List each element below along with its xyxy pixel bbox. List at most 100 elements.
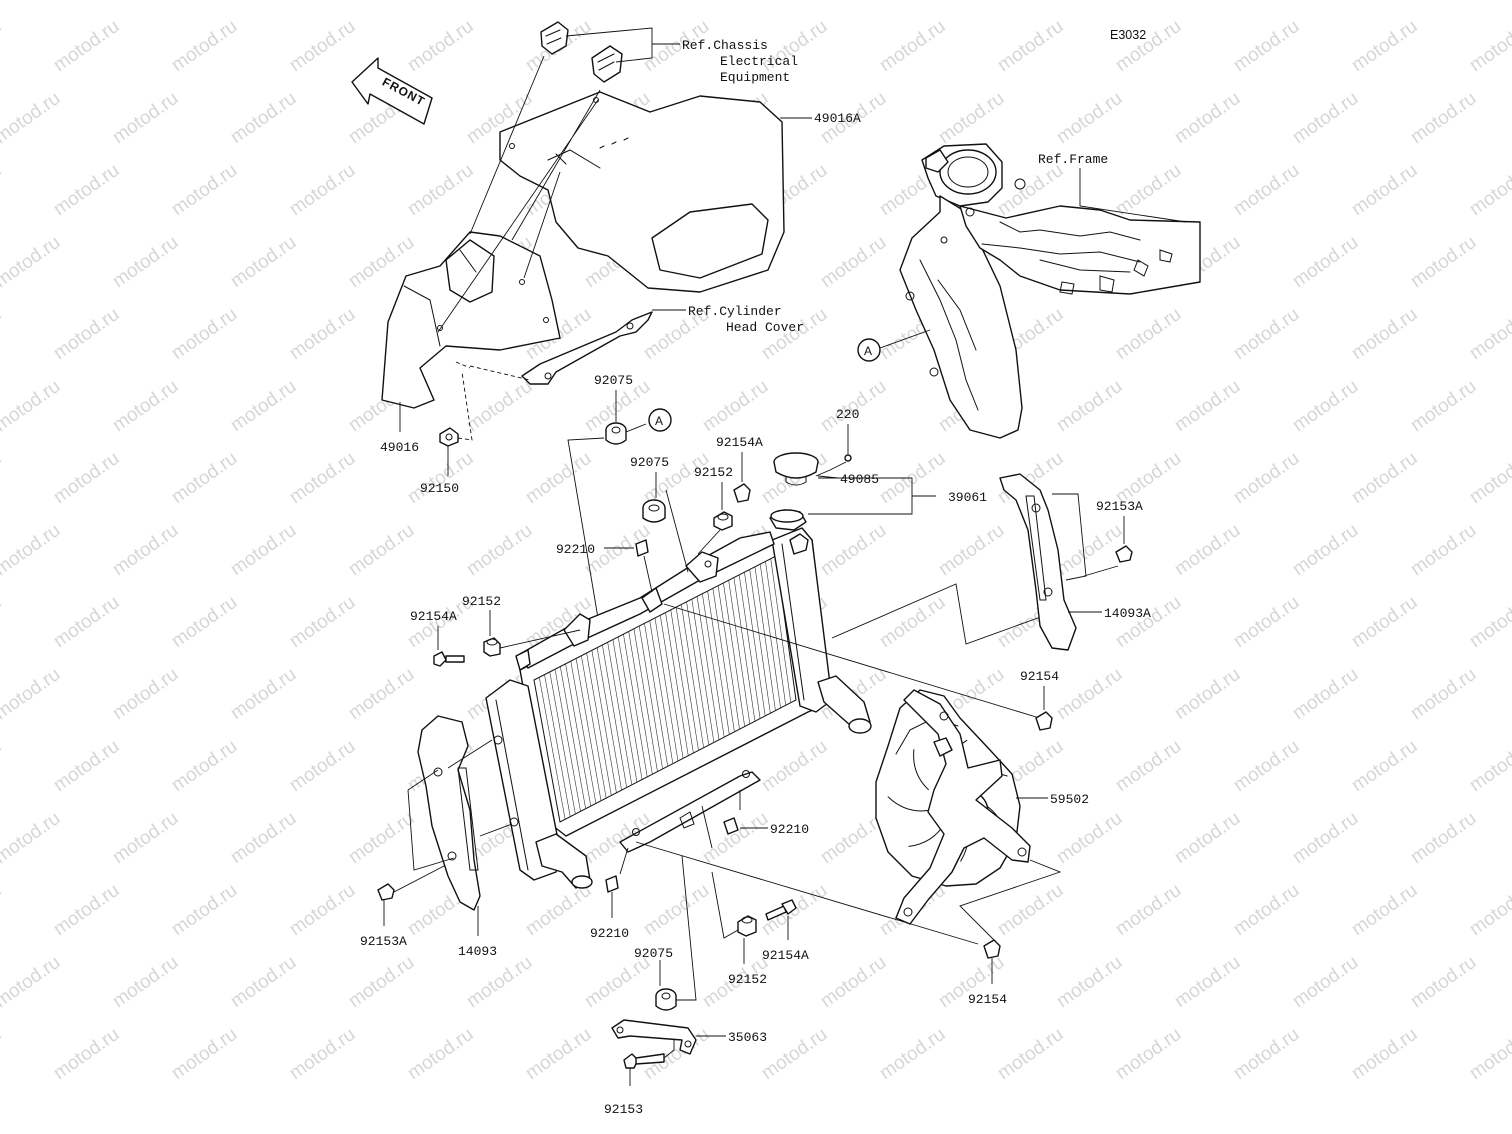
part-49016A-cover (499, 91, 785, 293)
watermark-text: motod.ru (1112, 160, 1185, 220)
watermark-text: motod.ru (286, 592, 359, 652)
watermark-text: motod.ru (50, 736, 123, 796)
watermark-text: motod.ru (0, 232, 64, 292)
part-92154A-bolt-top (733, 483, 751, 503)
watermark-text: motod.ru (0, 1024, 5, 1084)
label-92154-upper: 92154 (1020, 669, 1059, 684)
part-49085-radiator-cap (773, 452, 819, 486)
watermark-text: motod.ru (1053, 376, 1126, 436)
watermark-text: motod.ru (1407, 232, 1480, 292)
label-49085: 49085 (840, 472, 879, 487)
watermark-text: motod.ru (1466, 736, 1512, 796)
watermark-text: motod.ru (0, 664, 64, 724)
radiator-fin (681, 604, 704, 748)
watermark-text: motod.ru (817, 520, 890, 580)
radiator-fin (623, 634, 648, 777)
label-92210-bottom: 92210 (590, 926, 629, 941)
watermark-text: motod.ru (109, 808, 182, 868)
watermark-text: motod.ru (0, 592, 5, 652)
watermark-text: motod.ru (50, 1024, 123, 1084)
label-92153: 92153 (604, 1102, 643, 1117)
part-220-screw (844, 454, 852, 462)
watermark-text: motod.ru (1466, 16, 1512, 76)
label-220: 220 (836, 407, 859, 422)
label-92152-bottom: 92152 (728, 972, 767, 987)
watermark-text: motod.ru (935, 88, 1008, 148)
watermark-text: motod.ru (1348, 736, 1421, 796)
watermark-text: motod.ru (1466, 160, 1512, 220)
radiator-fin (612, 639, 638, 783)
watermark-text: motod.ru (50, 592, 123, 652)
part-92154A-bolt-left (433, 651, 465, 667)
watermark-text: motod.ru (1171, 0, 1244, 4)
radiator-fin (717, 585, 740, 730)
watermark-text: motod.ru (463, 376, 536, 436)
watermark-text: motod.ru (168, 592, 241, 652)
radiator-fin (565, 663, 592, 807)
part-92152-collar-bottom (737, 915, 757, 937)
radiator-fin (723, 582, 745, 727)
part-49016-cover (381, 231, 561, 409)
radiator-fin (665, 612, 689, 756)
watermark-text: motod.ru (994, 1024, 1067, 1084)
radiator-fin (654, 617, 679, 762)
radiator-fin (749, 569, 771, 714)
watermark-text: motod.ru (1112, 16, 1185, 76)
radiator-fin (670, 609, 694, 754)
label-92152-top: 92152 (694, 465, 733, 480)
watermark-text: motod.ru (1466, 592, 1512, 652)
watermark-text: motod.ru (227, 664, 300, 724)
radiator-fin (738, 574, 761, 719)
watermark-text: motod.ru (227, 0, 300, 4)
watermark-text: motod.ru (50, 304, 123, 364)
label-92152-left: 92152 (462, 594, 501, 609)
watermark-text: motod.ru (50, 16, 123, 76)
radiator-fin (538, 677, 566, 820)
watermark-text: motod.ru (227, 232, 300, 292)
part-92210-clip-top (635, 539, 649, 557)
radiator-fin (686, 601, 710, 746)
ref-cylinder-line1: Ref.Cylinder (688, 304, 782, 319)
watermark-text: motod.ru (345, 0, 418, 4)
watermark-text: motod.ru (1348, 16, 1421, 76)
watermark-text: motod.ru (1053, 808, 1126, 868)
watermark-text: motod.ru (817, 376, 890, 436)
radiator-fin (696, 596, 720, 740)
watermark-text: motod.ru (168, 1024, 241, 1084)
watermark-text: motod.ru (876, 592, 949, 652)
watermark-text: motod.ru (286, 448, 359, 508)
radiator-fin (770, 558, 792, 703)
watermark-text: motod.ru (109, 376, 182, 436)
watermark-text: motod.ru (1289, 520, 1362, 580)
watermark-text: motod.ru (522, 448, 595, 508)
radiator-fin (728, 580, 751, 724)
part-35063-bracket (611, 1019, 697, 1055)
watermark-text: motod.ru (1053, 664, 1126, 724)
watermark-text: motod.ru (758, 736, 831, 796)
watermark-text: motod.ru (286, 160, 359, 220)
watermark-text: motod.ru (1171, 952, 1244, 1012)
watermark-text: motod.ru (994, 880, 1067, 940)
watermark-text: motod.ru (0, 304, 5, 364)
watermark-text: motod.ru (50, 448, 123, 508)
watermark-text: motod.ru (1466, 448, 1512, 508)
watermark-text: motod.ru (522, 880, 595, 940)
watermark-text: motod.ru (463, 520, 536, 580)
watermark-text: motod.ru (0, 736, 5, 796)
radiator-fin (744, 572, 766, 716)
watermark-text: motod.ru (286, 736, 359, 796)
watermark-text: motod.ru (168, 736, 241, 796)
label-92154A-left: 92154A (410, 609, 457, 624)
radiator-fin (649, 620, 674, 764)
watermark-text: motod.ru (0, 16, 5, 76)
watermark-text: motod.ru (168, 880, 241, 940)
radiator-fin (581, 655, 607, 799)
watermark-text: motod.ru (0, 880, 5, 940)
watermark-text: motod.ru (1230, 160, 1303, 220)
ref-chassis-line1: Ref.Chassis (682, 38, 768, 53)
watermark-text: motod.ru (227, 88, 300, 148)
part-39061-radiator (485, 509, 872, 889)
radiator-fin (754, 566, 776, 711)
label-35063: 35063 (728, 1030, 767, 1045)
